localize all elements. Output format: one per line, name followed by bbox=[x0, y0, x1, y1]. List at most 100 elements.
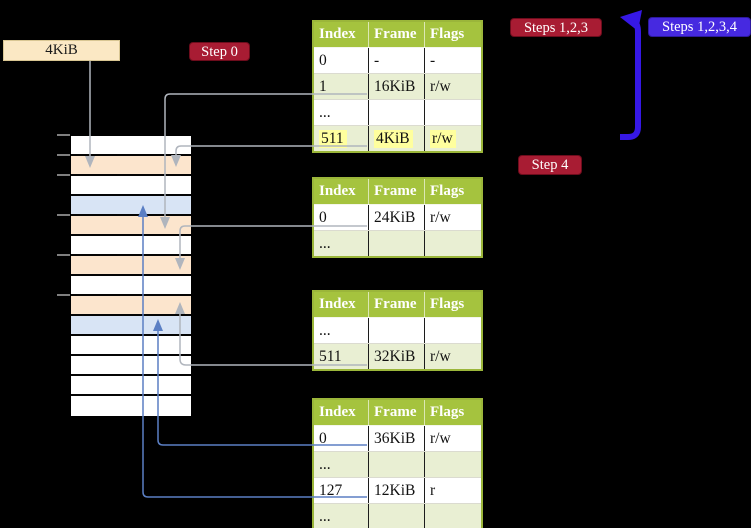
highlighted-value: r/w bbox=[430, 129, 456, 148]
column-header: Index bbox=[313, 178, 369, 205]
memory-tick bbox=[57, 134, 70, 136]
badge-step-4: Step 4 bbox=[518, 155, 582, 175]
table-cell: r bbox=[424, 477, 482, 504]
column-header: Index bbox=[313, 399, 369, 426]
table-cell bbox=[368, 503, 425, 528]
badge-steps-1-2-3: Steps 1,2,3 bbox=[510, 18, 602, 37]
table-cell: 127 bbox=[313, 477, 369, 504]
badge-steps-1-2-3-4: Steps 1,2,3,4 bbox=[648, 17, 751, 37]
column-header: Frame bbox=[368, 178, 425, 205]
memory-tick bbox=[57, 294, 70, 296]
column-header: Frame bbox=[368, 21, 425, 48]
table-cell: r/w bbox=[424, 204, 482, 231]
memory-frame-row bbox=[71, 216, 191, 236]
table-cell bbox=[424, 451, 482, 478]
memory-frame-row bbox=[71, 156, 191, 176]
highlighted-value: 511 bbox=[319, 129, 347, 148]
table-cell bbox=[424, 230, 482, 257]
memory-tick bbox=[57, 254, 70, 256]
table-cell: 12KiB bbox=[368, 477, 425, 504]
memory-frame-row bbox=[71, 276, 191, 296]
table-cell: r/w bbox=[424, 343, 482, 370]
table-row: ... bbox=[313, 451, 482, 478]
frame-size-label: 4KiB bbox=[3, 40, 120, 61]
memory-tick bbox=[57, 174, 70, 176]
arrow-steps-loop bbox=[620, 17, 641, 140]
memory-tick bbox=[57, 214, 70, 216]
table-cell: 24KiB bbox=[368, 204, 425, 231]
table-cell: 0 bbox=[313, 204, 369, 231]
badge-step-4-text: Step 4 bbox=[531, 157, 569, 173]
table-cell bbox=[424, 99, 482, 126]
physical-memory-column bbox=[70, 135, 192, 417]
table-cell bbox=[368, 230, 425, 257]
column-header: Flags bbox=[424, 291, 482, 318]
table-cell bbox=[424, 317, 482, 344]
memory-frame-row bbox=[71, 236, 191, 256]
table-cell: ... bbox=[313, 451, 369, 478]
table-cell: ... bbox=[313, 99, 369, 126]
table-cell: ... bbox=[313, 230, 369, 257]
memory-frame-row bbox=[71, 396, 191, 416]
memory-frame-row bbox=[71, 336, 191, 356]
table-cell: 511 bbox=[313, 343, 369, 370]
memory-frame-row bbox=[71, 256, 191, 276]
memory-tick bbox=[57, 154, 70, 156]
table-cell: 511 bbox=[313, 125, 369, 152]
frame-size-label-text: 4KiB bbox=[45, 42, 78, 58]
table-cell bbox=[368, 99, 425, 126]
table-row: ... bbox=[313, 230, 482, 257]
table-cell bbox=[368, 451, 425, 478]
table-cell: 1 bbox=[313, 73, 369, 100]
table-cell: 4KiB bbox=[368, 125, 425, 152]
memory-frame-row bbox=[71, 176, 191, 196]
badge-step-0-text: Step 0 bbox=[201, 44, 238, 60]
table-cell: 36KiB bbox=[368, 425, 425, 452]
table-cell bbox=[424, 503, 482, 528]
memory-frame-row bbox=[71, 196, 191, 216]
arrowhead-steps-loop bbox=[620, 10, 642, 31]
column-header: Flags bbox=[424, 178, 482, 205]
highlighted-value: 4KiB bbox=[374, 129, 413, 148]
table-cell: ... bbox=[313, 317, 369, 344]
memory-frame-row bbox=[71, 356, 191, 376]
column-header: Frame bbox=[368, 291, 425, 318]
badge-step-0: Step 0 bbox=[189, 42, 250, 61]
table-cell: r/w bbox=[424, 125, 482, 152]
table-cell: - bbox=[424, 47, 482, 74]
table-cell: r/w bbox=[424, 73, 482, 100]
memory-frame-row bbox=[71, 376, 191, 396]
table-cell: 0 bbox=[313, 47, 369, 74]
badge-steps-1-2-3-text: Steps 1,2,3 bbox=[523, 20, 589, 36]
table-row: 0-- bbox=[313, 47, 482, 74]
badge-steps-1-2-3-4-text: Steps 1,2,3,4 bbox=[662, 19, 737, 35]
table-row: ... bbox=[313, 317, 482, 344]
column-header: Flags bbox=[424, 399, 482, 426]
table-row: 511 4KiB r/w bbox=[313, 125, 482, 152]
memory-frame-row bbox=[71, 316, 191, 336]
table-cell: 16KiB bbox=[368, 73, 425, 100]
table-cell: 32KiB bbox=[368, 343, 425, 370]
column-header: Index bbox=[313, 21, 369, 48]
memory-frame-row bbox=[71, 296, 191, 316]
table-row: ... bbox=[313, 503, 482, 528]
table-cell: 0 bbox=[313, 425, 369, 452]
table-cell: r/w bbox=[424, 425, 482, 452]
table-row: ... bbox=[313, 99, 482, 126]
